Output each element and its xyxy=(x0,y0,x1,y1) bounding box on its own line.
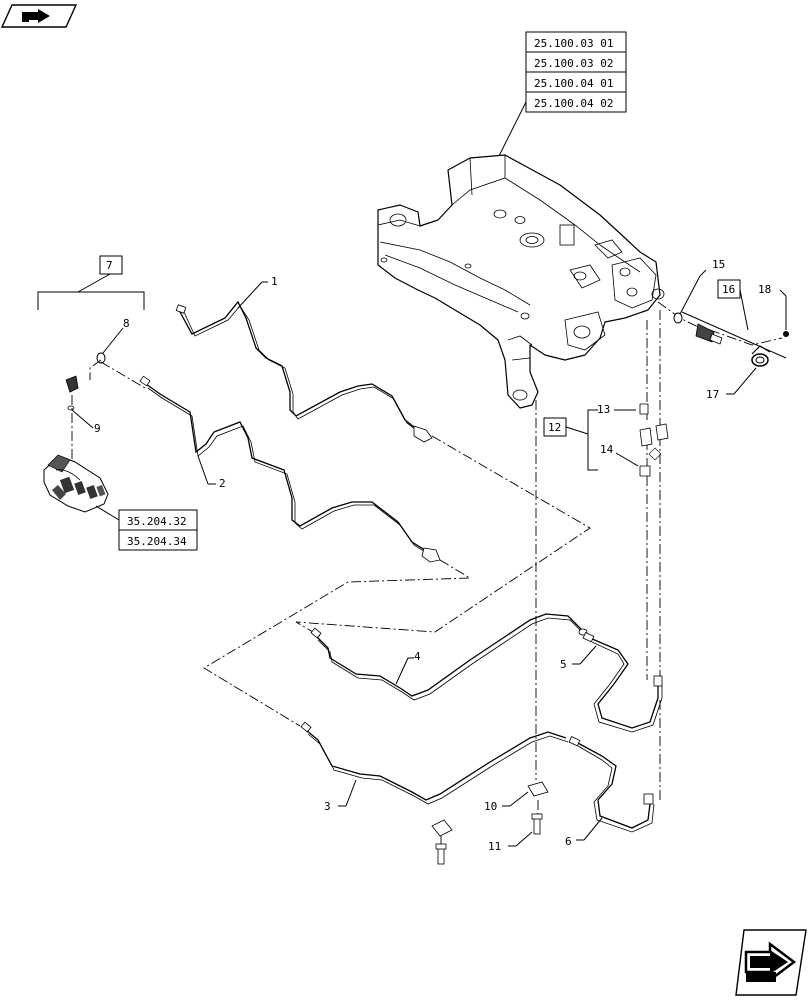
frame-ref-4[interactable]: 25.100.04 02 xyxy=(534,97,613,110)
assembly-line-bolt-11 xyxy=(535,400,539,818)
callout-7[interactable]: 7 xyxy=(106,259,113,272)
callout-3[interactable]: 3 xyxy=(324,800,331,813)
callout-16[interactable]: 16 xyxy=(722,283,735,296)
callout-18[interactable]: 18 xyxy=(758,283,771,296)
callout-group-12: 12 13 14 xyxy=(543,403,669,477)
frame-ref-2[interactable]: 25.100.03 02 xyxy=(534,57,613,70)
callout-1[interactable]: 1 xyxy=(271,275,278,288)
hydraulic-tube-6: 6 xyxy=(565,736,655,848)
callout-6[interactable]: 6 xyxy=(565,835,572,848)
valve-ref-1[interactable]: 35.204.32 xyxy=(127,515,187,528)
hydraulic-tube-3: 3 xyxy=(300,721,569,813)
hydraulic-tube-1: 1 xyxy=(175,275,433,443)
valve-ref-2[interactable]: 35.204.34 xyxy=(127,535,187,548)
callout-14[interactable]: 14 xyxy=(600,443,614,456)
axle-support-frame xyxy=(377,154,665,409)
nav-back-arrow-icon xyxy=(22,9,50,23)
part-10-clamp-plate: 10 xyxy=(431,781,549,837)
callout-17[interactable]: 17 xyxy=(706,388,719,401)
part-16-breather-fitting xyxy=(695,323,723,345)
callout-11[interactable]: 11 xyxy=(488,840,501,853)
frame-reference-box: 25.100.03 01 25.100.03 02 25.100.04 01 2… xyxy=(497,31,627,159)
frame-ref-3[interactable]: 25.100.04 01 xyxy=(534,77,613,90)
callout-10[interactable]: 10 xyxy=(484,800,497,813)
callout-12[interactable]: 12 xyxy=(548,421,561,434)
callout-13[interactable]: 13 xyxy=(597,403,610,416)
assembly-line-tube2 xyxy=(203,559,472,727)
part-8-fitting: 8 xyxy=(96,317,130,364)
nav-forward-arrow-icon xyxy=(744,941,797,983)
callout-8[interactable]: 8 xyxy=(123,317,130,330)
callout-4[interactable]: 4 xyxy=(414,650,421,663)
callout-group-7: 7 xyxy=(37,255,145,310)
hydraulic-tube-4: 4 xyxy=(310,613,588,701)
callout-9[interactable]: 9 xyxy=(94,422,101,435)
callout-group-16: 16 xyxy=(681,279,787,359)
part-9-elbow: 9 xyxy=(65,375,101,435)
part-17-hose-clamp: 17 xyxy=(706,345,771,401)
nav-forward-button[interactable] xyxy=(735,929,807,996)
part-11-bolt: 11 xyxy=(435,813,543,865)
callout-5[interactable]: 5 xyxy=(560,658,567,671)
nav-back-button[interactable] xyxy=(0,4,78,28)
assembly-line-part-18 xyxy=(709,329,783,346)
assembly-line-tube1 xyxy=(295,435,591,637)
valve-reference-box: 35.204.32 35.204.34 xyxy=(95,505,198,551)
part-18-pin: 18 xyxy=(758,283,789,337)
part-15-washer: 15 xyxy=(673,258,725,324)
hydraulic-tube-2: 2 xyxy=(139,375,441,563)
callout-2[interactable]: 2 xyxy=(219,477,226,490)
control-valve xyxy=(43,454,109,513)
assembly-line-valve xyxy=(71,359,146,460)
hydraulic-tube-5: 5 xyxy=(560,632,663,733)
frame-ref-1[interactable]: 25.100.03 01 xyxy=(534,37,613,50)
callout-15[interactable]: 15 xyxy=(712,258,725,271)
